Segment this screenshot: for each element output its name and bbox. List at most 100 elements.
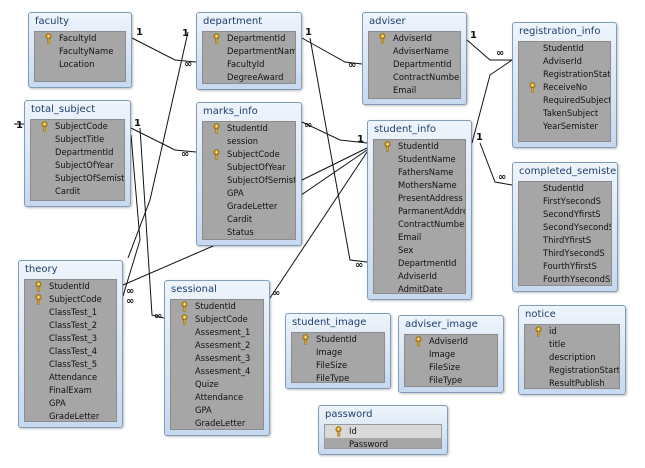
field-row[interactable]: id [525, 325, 619, 338]
table-title[interactable]: registration_info [519, 26, 601, 37]
field-row[interactable]: Assesment_1 [171, 326, 263, 339]
field-row[interactable]: Assesment_4 [171, 365, 263, 378]
field-row[interactable]: FourthYsecondS [519, 273, 611, 285]
field-row[interactable]: ResultPublish [525, 377, 619, 388]
field-row[interactable]: AdviserId [405, 335, 497, 348]
field-row[interactable]: Password [325, 438, 441, 448]
field-row[interactable]: Email [369, 84, 460, 97]
field-row[interactable]: FathersName [374, 166, 465, 179]
field-row[interactable]: FileType [405, 374, 497, 386]
field-row[interactable]: SubjectCode [203, 148, 295, 161]
field-row[interactable]: GradeLetter [203, 200, 295, 213]
field-row[interactable]: ContractNumber [374, 218, 465, 231]
field-row[interactable]: PresentAddress [374, 192, 465, 205]
table-title[interactable]: total_subject [31, 104, 96, 115]
field-row[interactable]: AdviserName [369, 45, 460, 58]
field-row[interactable]: DepartmentId [369, 58, 460, 71]
field-row[interactable]: StudentName [374, 153, 465, 166]
field-row[interactable]: ParmanentAddress [374, 205, 465, 218]
field-row[interactable]: ThirdYfirstS [519, 234, 611, 247]
field-row[interactable]: StudentId [374, 140, 465, 153]
field-row[interactable]: SubjectCode [31, 120, 124, 133]
field-row[interactable]: SecondYfirstS [519, 208, 611, 221]
field-row[interactable]: StudentId [519, 42, 610, 55]
field-row[interactable]: TakenSubject [519, 107, 610, 120]
field-row[interactable]: DepartmentId [374, 257, 465, 270]
table-title[interactable]: theory [25, 264, 58, 275]
field-row[interactable]: DepartmentName [203, 45, 295, 58]
field-row[interactable]: ThirdYsecondS [519, 247, 611, 260]
field-row[interactable]: DepartmentId [203, 32, 295, 45]
field-row[interactable]: ContractNumber [369, 71, 460, 84]
field-list[interactable]: StudentIdAdviserIdRegistrationStatusRece… [518, 41, 611, 142]
field-row[interactable]: FourthYfirstS [519, 260, 611, 273]
field-row[interactable]: ReceiveNo [519, 81, 610, 94]
field-row[interactable]: Id [325, 425, 441, 438]
field-row[interactable]: ClassTest_2 [25, 319, 116, 332]
table-title[interactable]: password [325, 409, 373, 420]
table-title[interactable]: notice [525, 309, 556, 320]
field-row[interactable]: Cardit [203, 213, 295, 226]
field-row[interactable]: ClassTest_4 [25, 345, 116, 358]
field-row[interactable]: StudentId [292, 333, 384, 346]
field-row[interactable]: Attendance [171, 391, 263, 404]
field-row[interactable]: RequiredSubject [519, 94, 610, 107]
field-row[interactable]: GradeLetter [25, 410, 116, 421]
field-row[interactable]: SubjectCode [171, 313, 263, 326]
table-title[interactable]: adviser [369, 16, 406, 27]
field-row[interactable]: SubjectOfSemister [203, 174, 295, 187]
field-row[interactable]: ClassTest_5 [25, 358, 116, 371]
field-row[interactable]: StudentId [203, 122, 295, 135]
field-row[interactable]: session [203, 135, 295, 148]
field-row[interactable]: StudentId [519, 182, 611, 195]
field-row[interactable]: YearSemister [519, 120, 610, 133]
field-row[interactable]: DegreeAward [203, 71, 295, 83]
field-row[interactable]: SubjectOfYear [31, 159, 124, 172]
field-row[interactable]: AdviserId [519, 55, 610, 68]
field-row[interactable]: AdviserId [369, 32, 460, 45]
field-row[interactable]: MothersName [374, 179, 465, 192]
table-title[interactable]: student_image [292, 317, 367, 328]
field-row[interactable]: Quize [171, 378, 263, 391]
field-row[interactable]: Attendance [25, 371, 116, 384]
field-row[interactable]: Cardit [31, 185, 124, 198]
field-row[interactable]: SubjectOfYear [203, 161, 295, 174]
field-row[interactable]: AdviserId [374, 270, 465, 283]
table-title[interactable]: faculty [35, 16, 70, 27]
field-row[interactable]: GPA [171, 404, 263, 417]
field-row[interactable]: GPA [25, 397, 116, 410]
table-title[interactable]: student_info [374, 124, 436, 135]
field-row[interactable]: DepartmentId [31, 146, 124, 159]
field-row[interactable]: Assesment_3 [171, 352, 263, 365]
field-row[interactable]: Location [35, 58, 125, 71]
field-row[interactable]: SecondYsecondS [519, 221, 611, 234]
field-row[interactable]: SubjectOfSemister [31, 172, 124, 185]
field-row[interactable]: ClassTest_1 [25, 306, 116, 319]
field-row[interactable]: ClassTest_3 [25, 332, 116, 345]
field-row[interactable]: RegistrationStarted [525, 364, 619, 377]
field-row[interactable]: Image [405, 348, 497, 361]
table-title[interactable]: sessional [171, 284, 217, 295]
field-row[interactable]: FinalExam [25, 384, 116, 397]
